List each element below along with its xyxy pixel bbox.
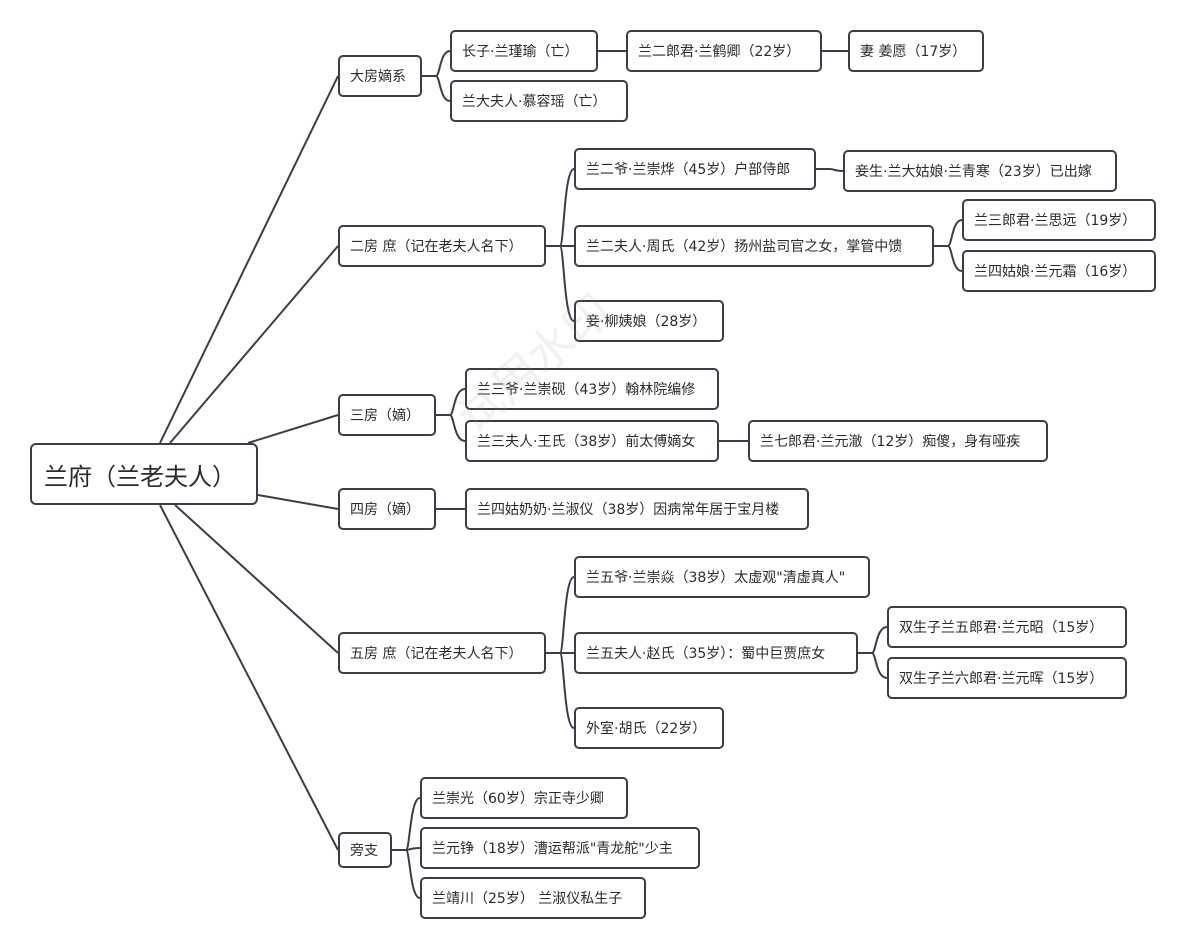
- child-connector: [546, 245, 575, 322]
- branch-node-dafang[interactable]: 大房嫡系: [338, 55, 422, 97]
- person-node[interactable]: 兰大夫人·慕容瑶（亡）: [450, 80, 628, 122]
- child-connector: [858, 626, 888, 654]
- branch-node-sifang[interactable]: 四房（嫡）: [338, 488, 436, 530]
- person-node[interactable]: 兰三夫人·王氏（38岁）前太傅嫡女: [465, 420, 719, 462]
- person-node[interactable]: 妻 姜愿（17岁）: [848, 30, 984, 72]
- child-connector: [392, 849, 421, 899]
- person-node[interactable]: 兰四姑奶奶·兰淑仪（38岁）因病常年居于宝月楼: [465, 488, 809, 530]
- root-connector: [159, 75, 339, 444]
- person-node[interactable]: 妾生·兰大姑娘·兰青寒（23岁）已出嫁: [843, 150, 1117, 192]
- branch-node-wufang[interactable]: 五房 庶（记在老夫人名下）: [338, 632, 546, 674]
- root-node[interactable]: 兰府（兰老夫人）: [30, 443, 258, 505]
- branch-node-sanfang[interactable]: 三房（嫡）: [338, 394, 436, 436]
- person-node[interactable]: 妾·柳姨娘（28岁）: [574, 300, 724, 342]
- person-node[interactable]: 双生子兰五郎君·兰元昭（15岁）: [887, 606, 1127, 648]
- child-connector: [934, 219, 963, 247]
- root-connector: [247, 414, 339, 444]
- root-connector: [169, 245, 339, 444]
- person-node[interactable]: 长子·兰瑾瑜（亡）: [450, 30, 598, 72]
- person-node[interactable]: 兰二郎君·兰鹤卿（22岁）: [626, 30, 822, 72]
- root-connector: [159, 504, 339, 851]
- person-node[interactable]: 兰靖川（25岁） 兰淑仪私生子: [420, 877, 646, 919]
- child-connector: [436, 414, 466, 442]
- person-node[interactable]: 兰二爷·兰崇烨（45岁）户部侍郎: [574, 148, 816, 190]
- child-connector: [546, 168, 575, 247]
- person-node[interactable]: 兰三郎君·兰思远（19岁）: [962, 199, 1156, 241]
- person-node[interactable]: 兰崇光（60岁）宗正寺少卿: [420, 777, 628, 819]
- person-node[interactable]: 兰四姑娘·兰元霜（16岁）: [962, 250, 1156, 292]
- person-node[interactable]: 兰七郎君·兰元澈（12岁）痴傻，身有哑疾: [748, 420, 1048, 462]
- root-connector: [257, 494, 339, 510]
- child-connector: [422, 75, 451, 102]
- root-connector: [174, 504, 339, 654]
- person-node[interactable]: 兰三爷·兰崇砚（43岁）翰林院编修: [465, 368, 719, 410]
- child-connector: [546, 652, 575, 729]
- person-node[interactable]: 兰五夫人·赵氏（35岁）：蜀中巨贾庶女: [574, 632, 858, 674]
- child-connector: [816, 168, 844, 172]
- child-connector: [546, 576, 575, 654]
- person-node[interactable]: 双生子兰六郎君·兰元晖（15岁）: [887, 657, 1127, 699]
- person-node[interactable]: 兰元铮（18岁）漕运帮派"青龙舵"少主: [420, 827, 700, 869]
- child-connector: [858, 652, 888, 679]
- branch-node-erfang[interactable]: 二房 庶（记在老夫人名下）: [338, 225, 546, 267]
- person-node[interactable]: 外室·胡氏（22岁）: [574, 707, 724, 749]
- person-node[interactable]: 兰二夫人·周氏（42岁）扬州盐司官之女，掌管中馈: [574, 225, 934, 267]
- branch-node-pangzhi[interactable]: 旁支: [338, 832, 392, 868]
- child-connector: [392, 797, 421, 851]
- child-connector: [436, 388, 466, 416]
- child-connector: [422, 50, 451, 77]
- person-node[interactable]: 兰五爷·兰崇焱（38岁）太虚观"清虚真人": [574, 556, 870, 598]
- child-connector: [934, 245, 963, 272]
